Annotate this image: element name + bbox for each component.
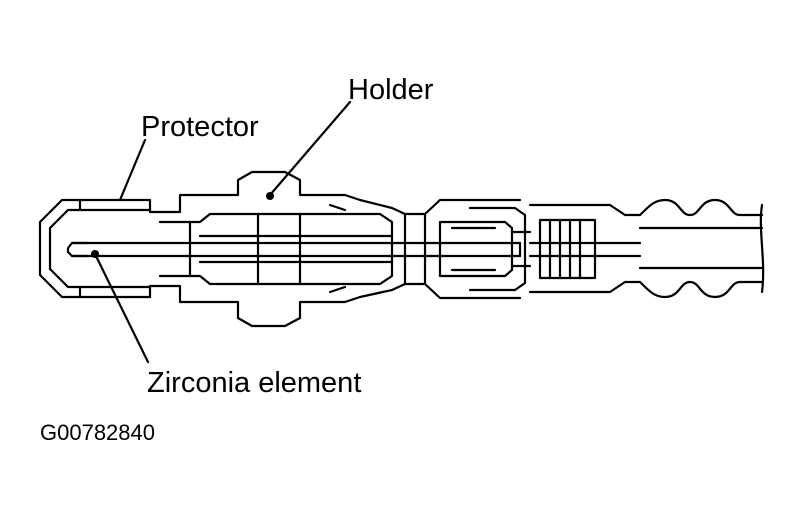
figure-code: G00782840 bbox=[40, 420, 155, 445]
holder-body bbox=[148, 170, 394, 328]
holder-pointer-dot bbox=[266, 192, 274, 200]
protector-leader-line bbox=[118, 138, 147, 202]
connector-section bbox=[528, 203, 642, 294]
terminal-section bbox=[438, 206, 532, 292]
holder-leader-line bbox=[268, 100, 352, 197]
rubber-boot bbox=[638, 198, 765, 299]
label-zirconia-element: Zirconia element bbox=[147, 367, 361, 399]
zirconia-pointer-dot bbox=[91, 250, 99, 258]
label-holder: Holder bbox=[348, 74, 434, 106]
leader-lines bbox=[93, 100, 352, 364]
protector-shell bbox=[38, 198, 152, 299]
zirconia-element-rod bbox=[66, 241, 522, 258]
crimp-section bbox=[318, 193, 522, 304]
zirconia-leader-line bbox=[93, 252, 150, 364]
label-protector: Protector bbox=[141, 111, 259, 143]
